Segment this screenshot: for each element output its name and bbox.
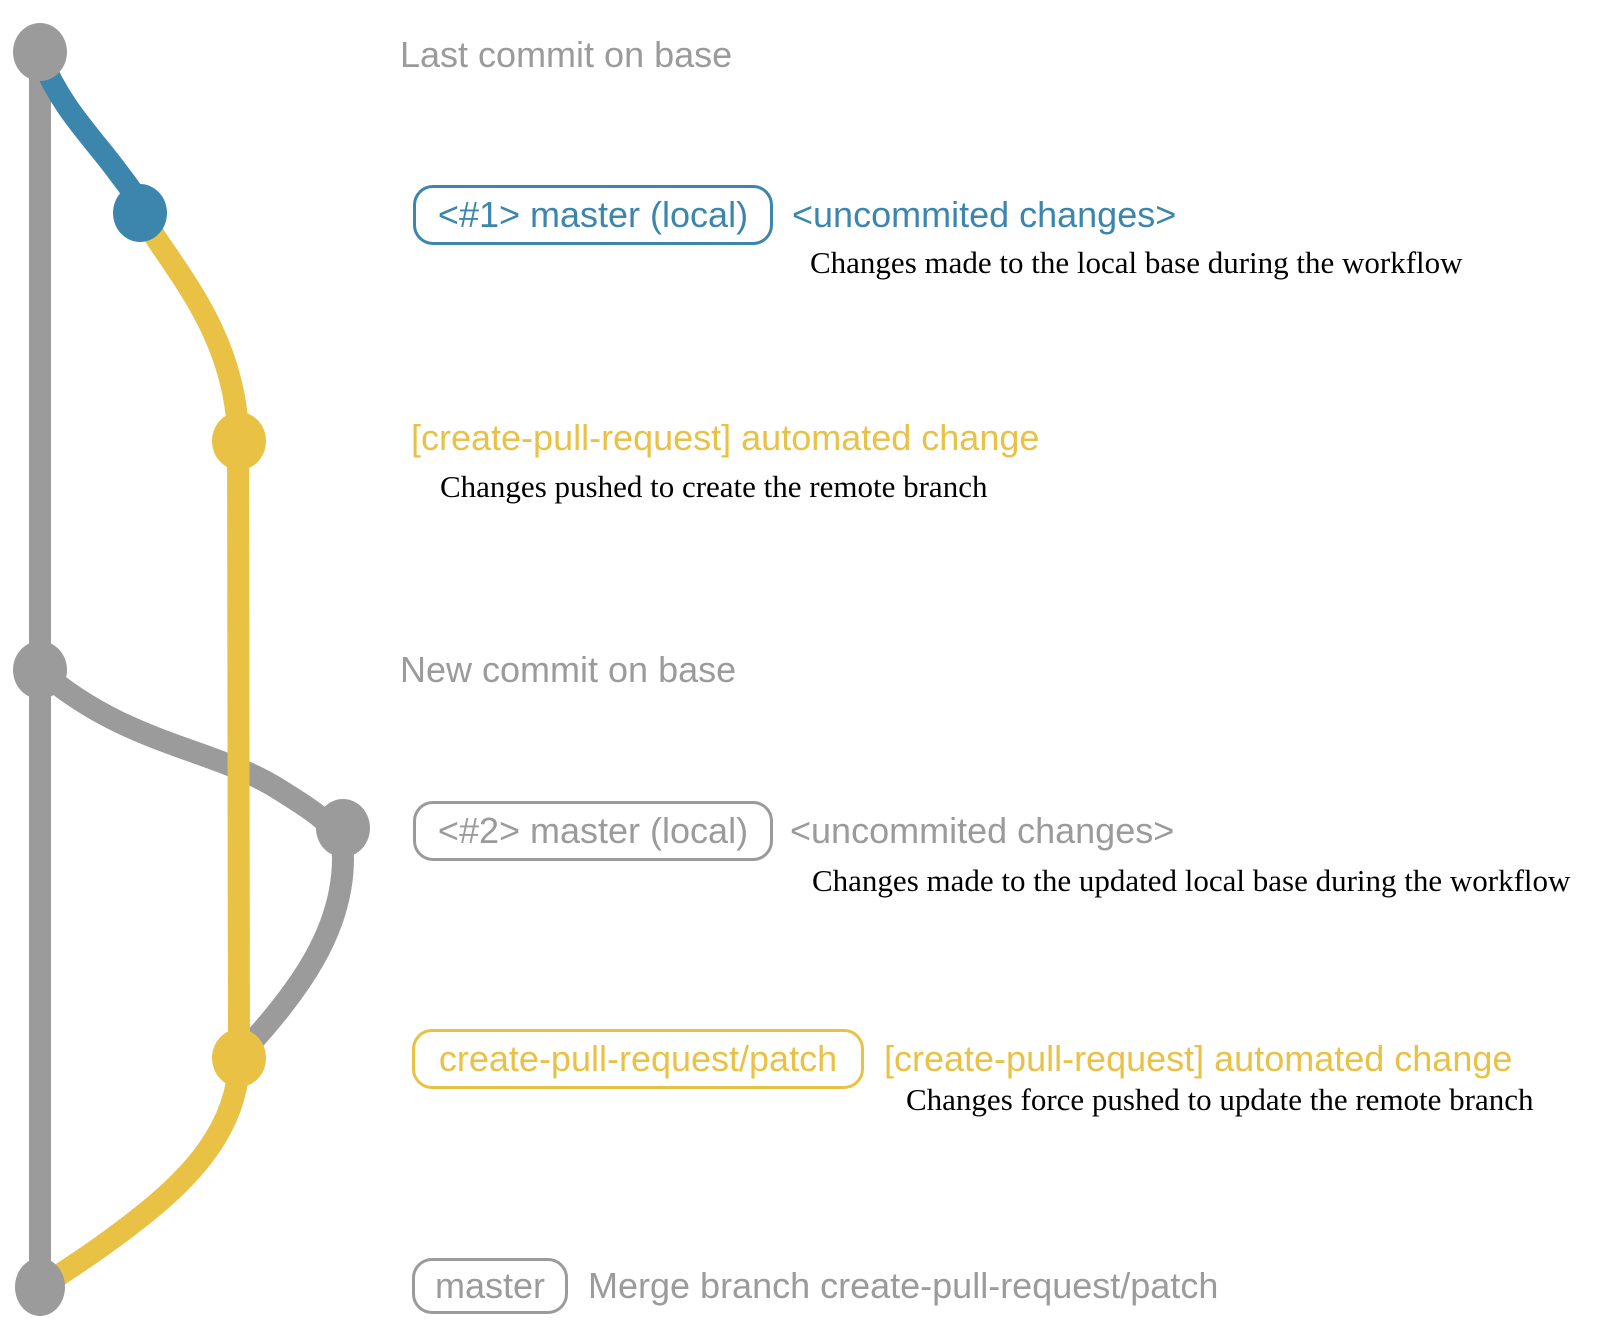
automated-change-label-2: [create-pull-request] automated change [884,1038,1513,1079]
commit-dot-patch-1 [212,412,266,470]
uncommitted-changes-label-2: <uncommited changes> [790,810,1175,851]
ref-badge-patch-branch: create-pull-request/patch [412,1029,864,1089]
uncommitted-changes-label-1: <uncommited changes> [792,194,1177,235]
local-master-branch-curve-2 [29,659,355,1063]
merge-commit-message: Merge branch create-pull-request/patch [588,1265,1219,1306]
commit-dot-new-base [13,641,67,699]
annotation-new-commit-on-base: New commit on base [400,649,737,690]
annotation-last-commit-on-base: Last commit on base [400,34,733,75]
commit-description-2: Changes pushed to create the remote bran… [440,469,988,504]
commit-description-4: Changes force pushed to update the remot… [906,1082,1534,1117]
commit-dot-uncommitted-1 [113,184,167,242]
commit-description-1: Changes made to the local base during th… [810,245,1463,280]
commit-dot-patch-2 [212,1029,266,1087]
commit-dot-last-base [13,23,67,81]
patch-branch-curve [33,202,251,1297]
commit-dot-merge [15,1258,65,1316]
automated-change-label-1: [create-pull-request] automated change [411,417,1040,458]
ref-badge-master: master [412,1258,568,1314]
commit-dot-uncommitted-2 [316,799,370,857]
commit-description-3: Changes made to the updated local base d… [812,863,1571,898]
ref-badge-master-local-1: <#1> master (local) [413,185,773,245]
ref-badge-master-local-2: <#2> master (local) [413,801,773,861]
